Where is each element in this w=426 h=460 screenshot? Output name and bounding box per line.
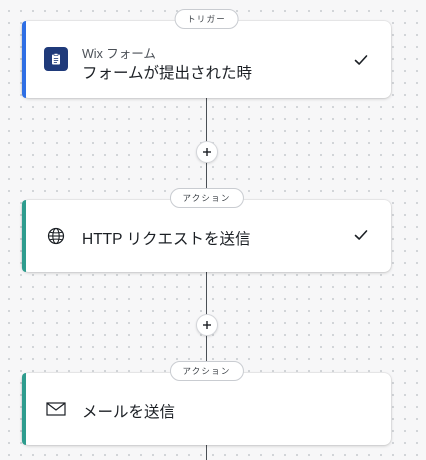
action-card-send-email[interactable]: アクション メールを送信 <box>22 361 391 445</box>
action-title: HTTP リクエストを送信 <box>82 231 251 248</box>
card-accent-bar <box>22 373 26 445</box>
plus-icon <box>203 148 211 156</box>
step-type-badge: アクション <box>169 188 244 208</box>
envelope-icon <box>46 399 66 419</box>
flow-connector-line <box>206 444 207 460</box>
checkmark-icon <box>354 55 368 65</box>
card-accent-bar <box>22 21 26 98</box>
action-title: メールを送信 <box>82 404 176 421</box>
clipboard-form-icon <box>44 47 68 71</box>
action-card-http-request[interactable]: アクション HTTP リクエストを送信 <box>22 188 391 272</box>
checkmark-icon <box>354 230 368 240</box>
trigger-app-name: Wix フォーム <box>82 47 156 61</box>
add-step-button[interactable] <box>196 314 218 336</box>
add-step-button[interactable] <box>196 141 218 163</box>
trigger-card[interactable]: トリガー Wix フォーム フォームが提出された時 <box>22 9 391 98</box>
plus-icon <box>203 321 211 329</box>
step-type-badge: トリガー <box>174 9 239 29</box>
card-accent-bar <box>22 200 26 272</box>
trigger-title: フォームが提出された時 <box>82 65 253 82</box>
globe-icon <box>46 226 66 246</box>
step-type-badge: アクション <box>169 361 244 381</box>
